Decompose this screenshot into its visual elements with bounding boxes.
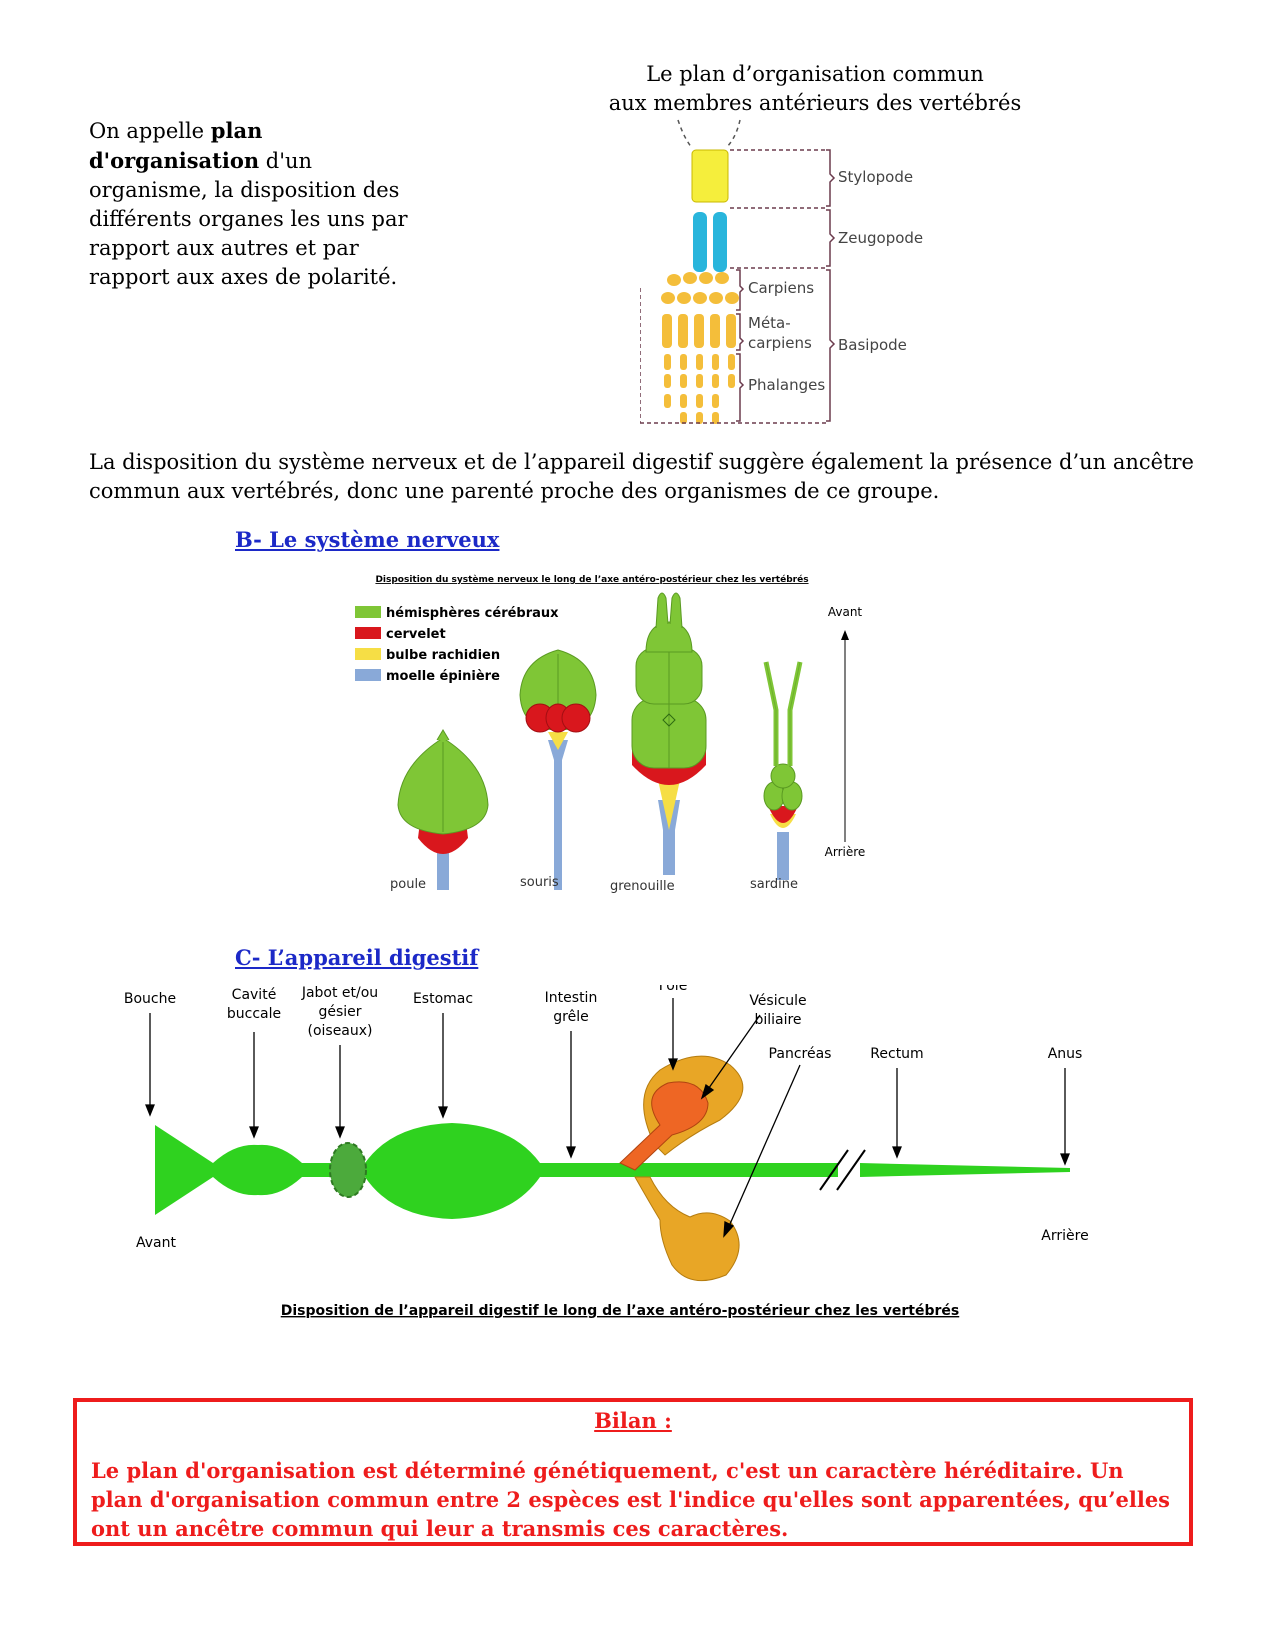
gallbladder xyxy=(619,1081,709,1171)
label-jabot-3: (oiseaux) xyxy=(307,1023,372,1039)
ancestry-paragraph: La disposition du système nerveux et de … xyxy=(89,450,1194,503)
bilan-box: Bilan : Le plan d'organisation est déter… xyxy=(73,1398,1193,1546)
axis-back-label: Arrière xyxy=(825,845,866,859)
brain-grenouille xyxy=(631,592,707,875)
animal-label-grenouille: grenouille xyxy=(610,879,675,894)
label-metacarpiens-2: carpiens xyxy=(748,334,812,352)
label-jabot-2: gésier xyxy=(318,1004,361,1020)
brain-souris xyxy=(519,649,597,890)
legend-label-hemispheres: hémisphères cérébraux xyxy=(386,606,559,621)
limb-figure-title: Le plan d’organisation commun aux membre… xyxy=(608,62,1022,115)
nervous-system-figure: Disposition du système nerveux le long d… xyxy=(355,574,866,894)
zeugopode-bone-1 xyxy=(693,212,707,272)
metacarpal-bones xyxy=(662,314,736,348)
pancreas xyxy=(634,1176,740,1282)
definition-text: On appelle plan d'organisation d'un orga… xyxy=(89,118,408,289)
legend-label-cervelet: cervelet xyxy=(386,627,446,642)
bilan-text: Le plan d'organisation est déterminé gén… xyxy=(91,1458,1171,1541)
label-carpiens: Carpiens xyxy=(748,279,814,297)
nervous-figure-title: Disposition du système nerveux le long d… xyxy=(375,574,808,585)
axis-front-label: Avant xyxy=(828,605,863,619)
label-avant: Avant xyxy=(136,1235,176,1251)
label-metacarpiens-1: Méta- xyxy=(748,314,791,332)
label-phalanges: Phalanges xyxy=(748,376,825,394)
label-intestin-2: grêle xyxy=(553,1009,588,1025)
legend-label-moelle: moelle épinière xyxy=(386,669,500,684)
digestive-caption: Disposition de l’appareil digestif le lo… xyxy=(281,1303,960,1319)
label-basipode: Basipode xyxy=(838,336,907,354)
brain-sardine xyxy=(763,661,803,880)
brain-poule xyxy=(397,729,489,890)
nervous-legend: hémisphères cérébraux cervelet bulbe rac… xyxy=(355,606,559,684)
animal-label-poule: poule xyxy=(390,877,426,892)
section-b-heading: B- Le système nerveux xyxy=(235,527,500,552)
label-stylopode: Stylopode xyxy=(838,168,913,186)
label-estomac: Estomac xyxy=(413,991,473,1007)
label-intestin-1: Intestin xyxy=(545,990,598,1006)
label-vesicule-2: biliaire xyxy=(754,1012,801,1028)
section-c-heading: C- L’appareil digestif xyxy=(235,945,479,970)
stylopode-bone xyxy=(691,149,729,203)
zeugopode-bone-2 xyxy=(713,212,727,272)
carpal-bones xyxy=(661,272,739,304)
definition-term: plan d'organisation xyxy=(89,118,263,173)
label-rectum: Rectum xyxy=(870,1046,923,1062)
limb-diagram: Stylopode Zeugopode Carpiens Méta- carpi… xyxy=(640,119,923,424)
label-jabot-1: Jabot et/ou xyxy=(301,985,378,1001)
animal-label-sardine: sardine xyxy=(750,877,798,892)
animal-label-souris: souris xyxy=(520,875,559,890)
label-anus: Anus xyxy=(1048,1046,1083,1062)
label-cavite-1: Cavité xyxy=(232,987,277,1003)
phalanx-bones xyxy=(664,354,735,424)
legend-label-bulbe: bulbe rachidien xyxy=(386,648,500,663)
jabot xyxy=(329,1142,367,1198)
label-bouche: Bouche xyxy=(124,991,176,1007)
label-arriere: Arrière xyxy=(1041,1228,1088,1244)
label-foie: Foie xyxy=(659,985,688,994)
digestive-system-figure: Bouche Cavité buccale Jabot et/ou gésier… xyxy=(124,985,1089,1319)
bilan-title: Bilan : xyxy=(594,1408,672,1433)
label-pancreas: Pancréas xyxy=(769,1046,832,1062)
label-zeugopode: Zeugopode xyxy=(838,229,923,247)
digestive-tube xyxy=(155,1123,838,1219)
label-vesicule-1: Vésicule xyxy=(749,993,806,1009)
label-cavite-2: buccale xyxy=(227,1006,281,1022)
